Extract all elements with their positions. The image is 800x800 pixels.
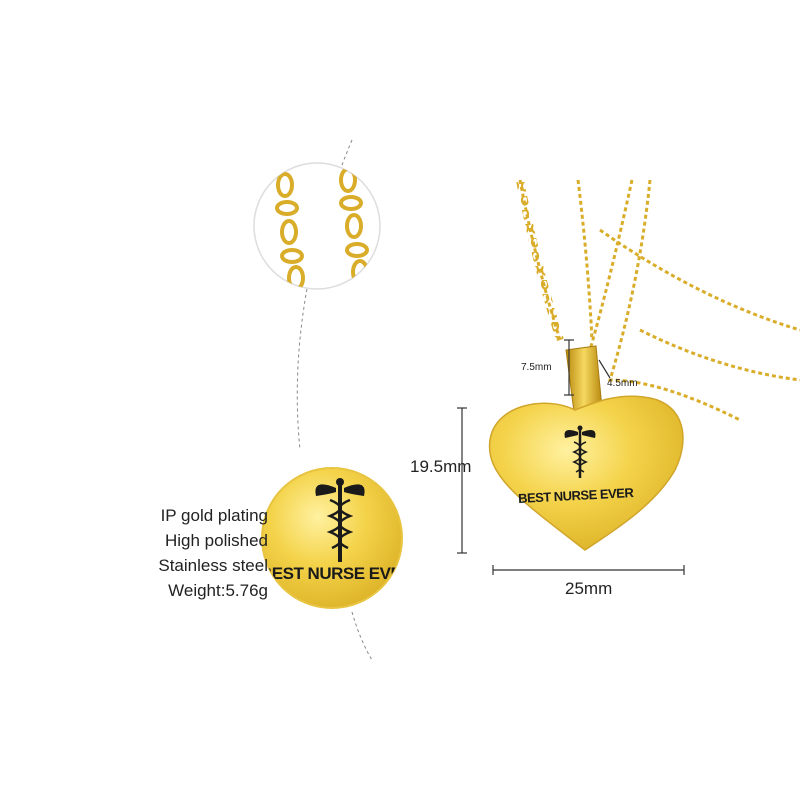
spec-finish: High polished [164, 531, 268, 550]
dim-bail-width: 4.5mm [607, 378, 638, 389]
spec-weight: Weight:5.76g [168, 581, 268, 600]
dim-pendant-width: 25mm [565, 579, 613, 598]
zoom-engraving: BEST NURSE EVER [262, 564, 402, 583]
pendant-zoom-circle [261, 467, 403, 609]
dim-bail-height: 7.5mm [521, 362, 552, 373]
chain-closeup-left [275, 172, 305, 289]
zoom-engraving-clip: BEST NURSE EVER [262, 468, 402, 608]
chain-zoom-circle [253, 162, 381, 290]
dimension-lines [457, 339, 685, 575]
caduceus-icon [315, 478, 365, 562]
dim-pendant-height: 19.5mm [410, 457, 472, 476]
spec-plating: IP gold plating [160, 506, 268, 525]
heart-caduceus-icon [564, 425, 596, 478]
heart-pendant [488, 395, 684, 551]
spec-material: Stainless steel [158, 556, 268, 575]
necklace-chains [516, 179, 800, 422]
